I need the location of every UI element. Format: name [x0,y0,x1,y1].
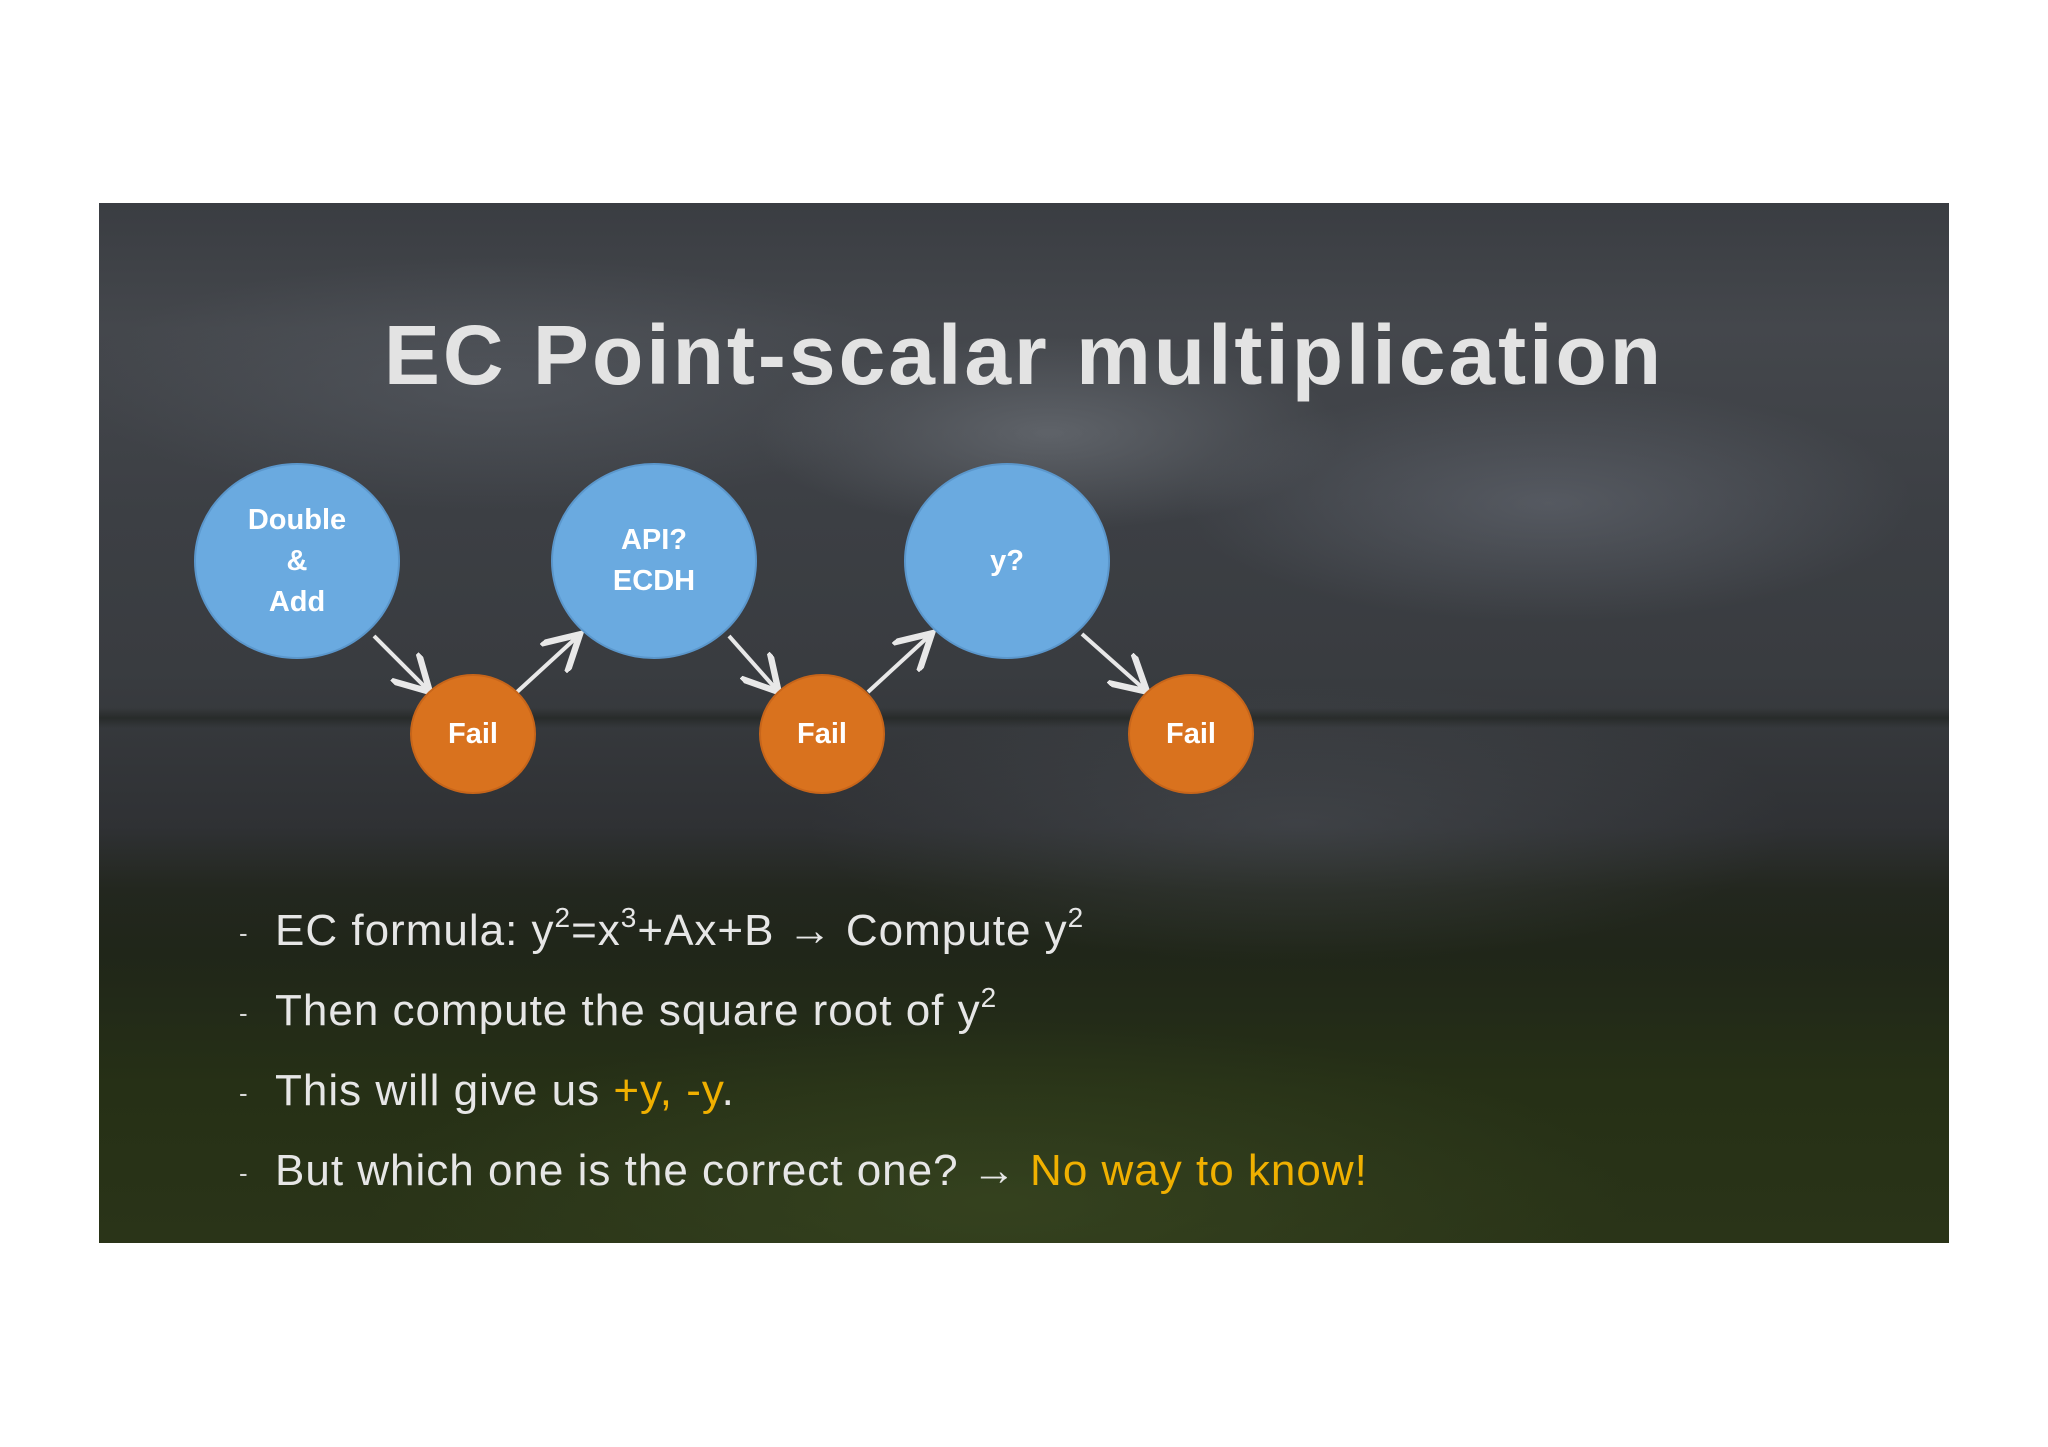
superscript: 3 [620,902,638,934]
bullet-marker: - [239,1158,249,1189]
node-fail-1: Fail [410,674,536,794]
highlight-text: No way to know! [1030,1146,1368,1195]
bullet-text: +Ax+B → Compute y [637,906,1068,955]
bullet-marker: - [239,998,249,1029]
node-double-add: Double & Add [194,463,400,659]
bullet-marker: - [239,1078,249,1109]
bullet-item: -This will give us +y, -y. [239,1051,1368,1131]
arrow-api-to-fail [727,634,776,689]
node-fail-2: Fail [759,674,885,794]
superscript: 2 [980,982,998,1014]
slide: EC Point-scalar multiplication Double & … [99,203,1949,1243]
slide-title: EC Point-scalar multiplication [383,308,1665,402]
bullet-marker: - [239,918,249,949]
node-fail-3: Fail [1128,674,1254,794]
bullet-text: But which one is the correct one? → [275,1146,1031,1195]
superscript: 2 [554,902,572,934]
diagram-arrows [372,203,1949,1243]
node-api-ecdh: API? ECDH [551,463,757,659]
arrow-fail-to-y [866,636,929,694]
horizon-shade [99,708,1949,728]
node-label-line: ECDH [612,565,696,597]
node-label-line: & [286,544,308,577]
node-label-line: Add [268,585,326,618]
node-label: Fail [1166,717,1216,750]
bullet-item: -Then compute the square root of y2 [239,971,1368,1051]
bullet-text: . [721,1066,735,1115]
arrow-double-to-fail [372,634,427,689]
arrow-fail-to-api [515,637,577,694]
bullet-item: -EC formula: y2=x3+Ax+B → Compute y2 [239,891,1368,971]
superscript: 2 [1067,902,1085,934]
node-label: Fail [797,717,847,750]
bullet-text: =x [571,906,621,955]
bullet-text: EC formula: y [275,906,555,955]
arrow-y-to-fail [1080,632,1144,689]
bullet-text: This will give us [275,1066,614,1115]
bullet-list: -EC formula: y2=x3+Ax+B → Compute y2 -Th… [239,891,1368,1211]
node-label-line: y? [990,544,1024,577]
node-y: y? [904,463,1110,659]
bullet-text: Then compute the square root of y [275,986,981,1035]
bullet-item: -But which one is the correct one? → No … [239,1131,1368,1211]
node-label-line: Double [247,503,347,536]
highlight-text: +y, -y [613,1066,722,1115]
node-label: Fail [448,717,498,750]
node-label-line: API? [620,524,688,556]
